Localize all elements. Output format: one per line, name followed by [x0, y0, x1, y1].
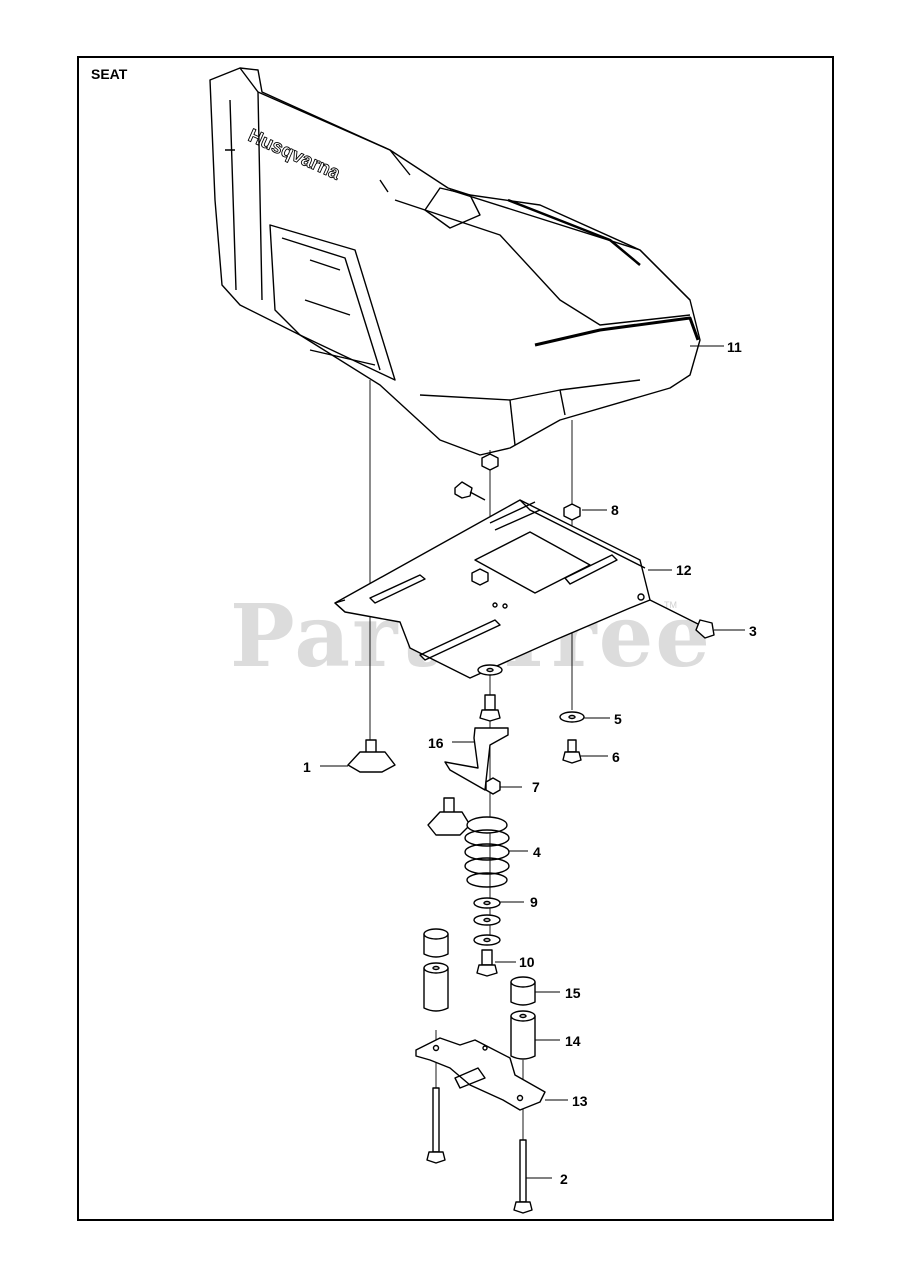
part-bumper-left [423, 928, 449, 1012]
part-spring-4 [464, 816, 528, 888]
callout-14: 14 [565, 1033, 581, 1049]
part-base-bracket-13 [415, 1037, 568, 1111]
callout-4: 4 [533, 844, 541, 860]
callout-16: 16 [428, 735, 444, 751]
callout-13: 13 [572, 1093, 588, 1109]
callout-5: 5 [614, 711, 622, 727]
part-seat-plate [334, 499, 651, 679]
part-knob-second [427, 797, 471, 836]
diagram-frame [77, 56, 834, 1221]
part-knob-1 [320, 739, 396, 773]
callout-10: 10 [519, 954, 535, 970]
part-bolt-6 [562, 739, 608, 764]
leader-lines [582, 345, 724, 571]
callout-11: 11 [727, 339, 742, 355]
callout-12: 12 [676, 562, 692, 578]
callout-9: 9 [530, 894, 538, 910]
part-washer-center [477, 664, 503, 722]
diagram-title: SEAT [91, 66, 128, 82]
part-bracket-16 [444, 727, 509, 791]
part-bolt-10 [476, 949, 516, 977]
part-bolt-top [454, 481, 486, 501]
callout-1: 1 [303, 759, 311, 775]
part-washers-9 [473, 897, 524, 946]
part-seat: Husqvarna [209, 67, 701, 456]
part-washer-5 [559, 711, 610, 723]
part-nut-8 [471, 453, 581, 586]
part-nut-7 [485, 777, 522, 795]
callout-labels: 1 2 3 4 5 6 7 8 9 10 11 12 13 14 15 16 [303, 339, 757, 1187]
callout-8: 8 [611, 502, 619, 518]
callout-3: 3 [749, 623, 757, 639]
watermark-trademark: TM [664, 600, 677, 610]
part-bolt-3 [649, 599, 745, 639]
callout-6: 6 [612, 749, 620, 765]
part-long-bolt-2 [426, 1087, 552, 1214]
callout-15: 15 [565, 985, 581, 1001]
part-bumper-right [510, 976, 560, 1060]
callout-7: 7 [532, 779, 540, 795]
callout-2: 2 [560, 1171, 568, 1187]
